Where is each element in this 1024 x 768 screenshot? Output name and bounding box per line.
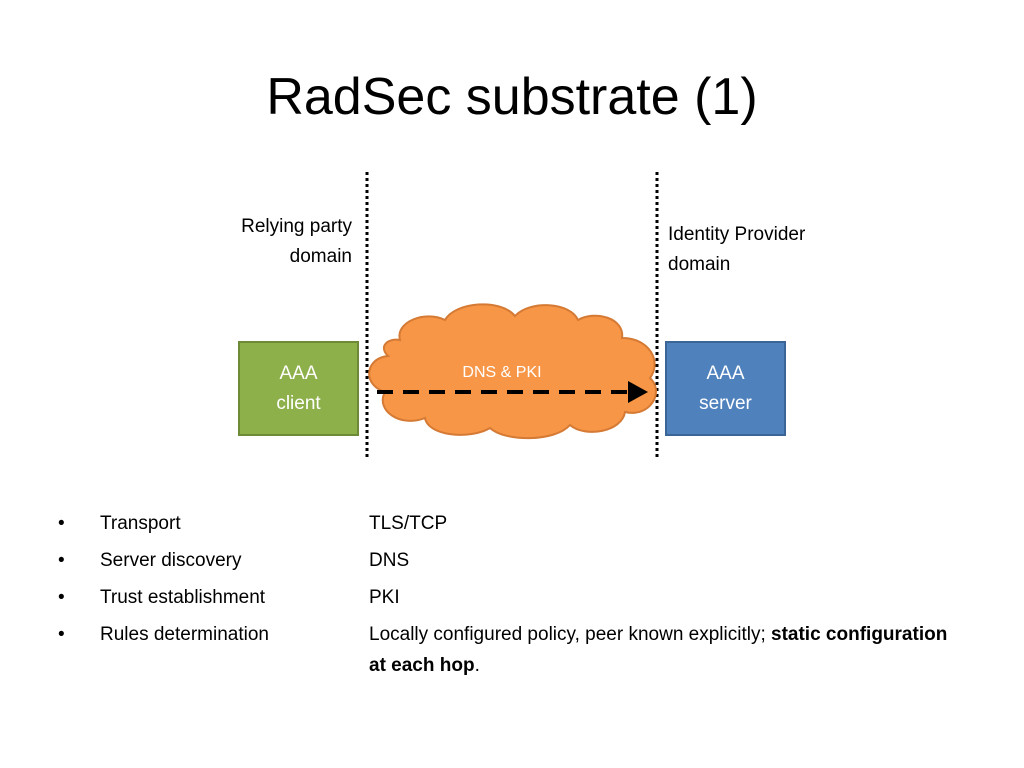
dns-pki-cloud (368, 303, 657, 440)
term-transport: Transport (100, 513, 181, 534)
bullet: • (58, 624, 65, 645)
bullet: • (58, 513, 65, 534)
list-item: • Transport TLS/TCP (58, 508, 988, 539)
bullet: • (58, 550, 65, 571)
list-item: • Rules determination Locally configured… (58, 619, 988, 681)
identity-provider-domain-label: Identity Provider domain (668, 224, 806, 275)
def-trust-establishment: PKI (369, 587, 400, 608)
aaa-server-box: AAA server (665, 341, 786, 436)
bullet: • (58, 587, 65, 608)
properties-list: • Transport TLS/TCP • Server discovery D… (58, 508, 988, 687)
def-server-discovery: DNS (369, 550, 410, 571)
slide-title: RadSec substrate (1) (266, 68, 758, 126)
term-trust-establishment: Trust establishment (100, 587, 266, 608)
aaa-client-label: AAA client (276, 362, 321, 414)
aaa-client-box: AAA client (238, 341, 359, 436)
aaa-server-label: AAA server (699, 362, 752, 414)
list-item: • Server discovery DNS (58, 545, 988, 576)
def-rules-determination: Locally configured policy, peer known ex… (369, 624, 948, 676)
term-server-discovery: Server discovery (100, 550, 242, 571)
list-item: • Trust establishment PKI (58, 582, 988, 613)
cloud-label: DNS & PKI (462, 364, 542, 381)
relying-party-domain-label: Relying party domain (241, 216, 352, 267)
term-rules-determination: Rules determination (100, 624, 269, 645)
def-transport: TLS/TCP (369, 513, 448, 534)
connection-arrow-head (628, 381, 648, 403)
